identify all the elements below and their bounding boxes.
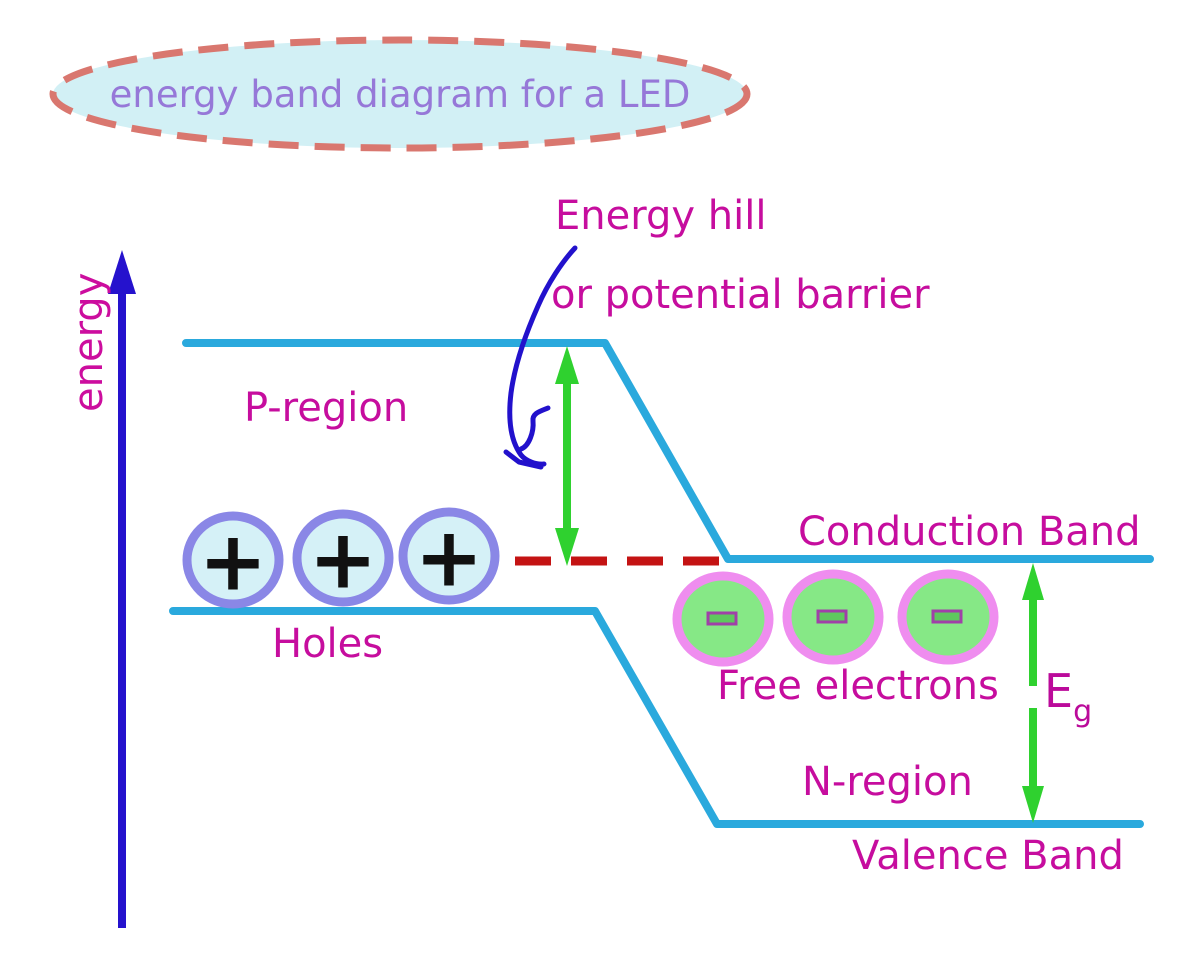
energy-axis-arrow bbox=[108, 250, 136, 928]
band-gap-label-sub: g bbox=[1073, 694, 1093, 729]
diagram-title: energy band diagram for a LED bbox=[109, 73, 691, 116]
energy-hill-annotation-line2: or potential barrier bbox=[551, 272, 930, 318]
hole-icon: + bbox=[182, 511, 284, 610]
hole-icon: + bbox=[292, 509, 394, 608]
electrons-group bbox=[672, 569, 999, 667]
n-region-label: N-region bbox=[802, 759, 973, 805]
hole-icon: + bbox=[398, 507, 500, 606]
energy-hill-arrow bbox=[555, 346, 579, 566]
electron-icon bbox=[782, 569, 884, 665]
hole-plus-symbol: + bbox=[199, 515, 268, 610]
valence-band-line bbox=[169, 607, 1144, 828]
electron-icon bbox=[672, 571, 774, 667]
hole-plus-symbol: + bbox=[415, 511, 484, 606]
annotation-pointer-squiggle bbox=[503, 245, 578, 470]
p-region-label: P-region bbox=[244, 385, 409, 431]
band-gap-label: Eg bbox=[1044, 664, 1092, 729]
conduction-band-label: Conduction Band bbox=[798, 509, 1141, 555]
valence-band-label: Valence Band bbox=[852, 833, 1124, 879]
band-gap-arrow bbox=[1022, 563, 1044, 823]
band-gap-label-main: E bbox=[1044, 664, 1074, 718]
electron-icon bbox=[897, 569, 999, 665]
hole-plus-symbol: + bbox=[309, 513, 378, 608]
energy-hill-annotation-line1: Energy hill bbox=[555, 193, 767, 239]
conduction-band-line bbox=[182, 339, 1154, 563]
free-electrons-label: Free electrons bbox=[717, 663, 999, 709]
holes-label: Holes bbox=[272, 621, 384, 667]
title-bubble-ellipse bbox=[49, 36, 751, 152]
energy-axis-label: energy bbox=[66, 272, 112, 412]
holes-group: + + + bbox=[182, 507, 500, 610]
